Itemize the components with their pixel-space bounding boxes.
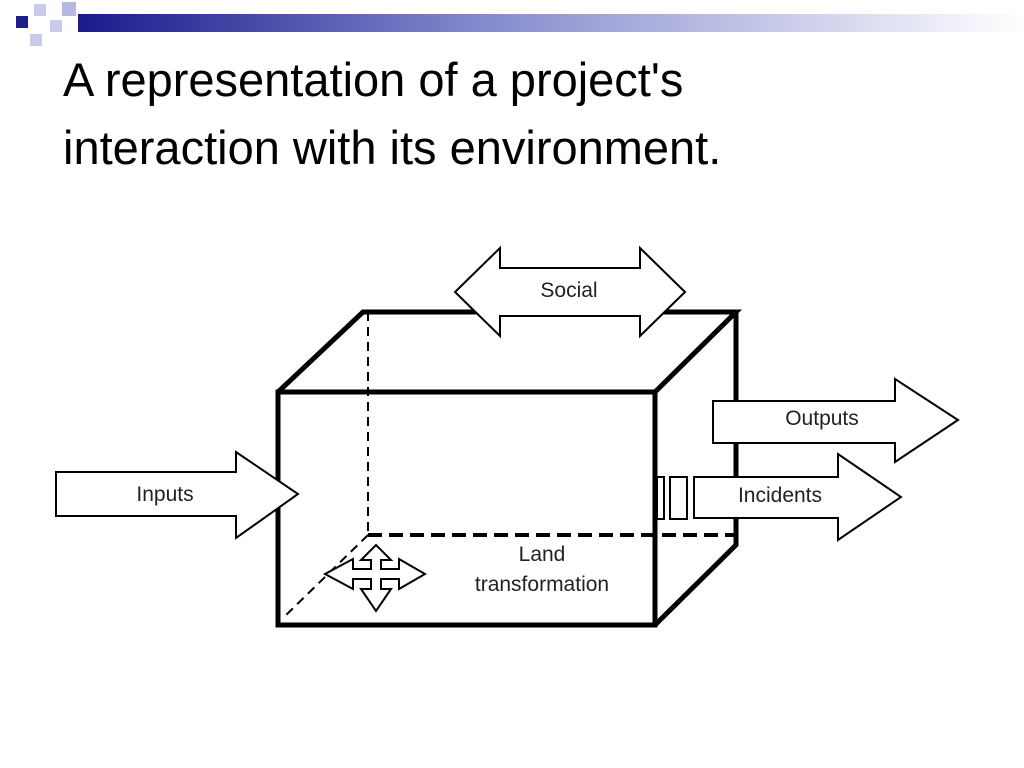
header-square-mid: [62, 2, 76, 16]
outputs-label: Outputs: [785, 407, 859, 430]
incidents-break-mark-1: [656, 476, 665, 520]
header-square-light-2: [50, 20, 62, 32]
header-square-light-3: [30, 34, 42, 46]
header-decoration: [16, 2, 1024, 46]
inputs-arrow: [55, 450, 300, 540]
incidents-label: Incidents: [738, 484, 822, 507]
box-hidden-edges: [282, 312, 369, 619]
slide-title: A representation of a project's interact…: [63, 53, 722, 174]
social-arrow: [453, 245, 687, 339]
box-right-face: [653, 312, 739, 627]
incidents-break-mark-2: [669, 476, 688, 520]
box-top-face: [276, 309, 743, 394]
land-label-line1: Land: [519, 543, 566, 566]
header-square-light-1: [34, 4, 46, 16]
incidents-arrow: [693, 452, 903, 542]
move-four-way-icon: [322, 543, 428, 613]
header-gradient-bar: [78, 14, 1024, 32]
header-square-dark: [16, 16, 28, 28]
land-label-line2: transformation: [475, 573, 609, 596]
box-back-bottom-depth-edge: [282, 534, 369, 619]
social-label: Social: [540, 279, 597, 302]
inputs-label: Inputs: [136, 483, 193, 506]
outputs-arrow: [712, 377, 960, 464]
